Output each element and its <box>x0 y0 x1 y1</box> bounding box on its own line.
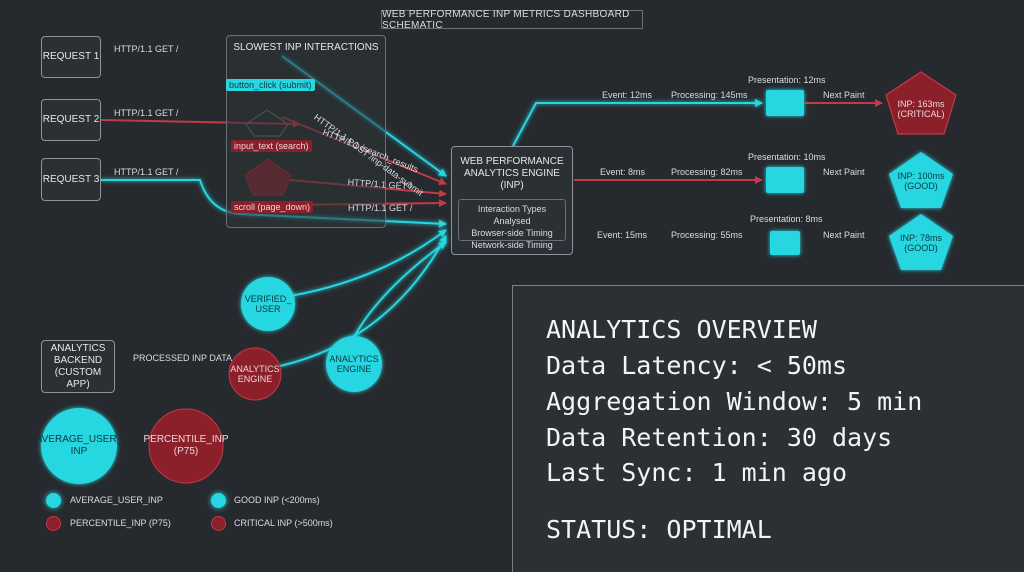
engine-title-line-2: ANALYTICS ENGINE <box>464 168 560 179</box>
flow3-processing-label: Processing: 55ms <box>671 230 743 240</box>
flow2-result-line-2: (GOOD) <box>904 181 938 191</box>
result-pentagon-good-1 <box>889 152 953 208</box>
flow1-result-line-2: (CRITICAL) <box>897 109 945 119</box>
backend-line-1: ANALYTICS <box>50 342 106 354</box>
interaction-input-text[interactable]: input_text (search) <box>231 140 312 152</box>
analytics-engine-red-line-2: ENGINE <box>237 374 273 384</box>
edge-label-request3: HTTP/1.1 GET / <box>114 167 179 177</box>
result-pentagon-critical <box>885 71 957 135</box>
edge-analytics-red-engine <box>279 235 447 367</box>
flow1-processing-label: Processing: 145ms <box>671 90 748 100</box>
edge-label-request2: HTTP/1.1 GET / <box>114 108 179 118</box>
edge-verified-engine <box>289 229 447 297</box>
legend-critical-label: CRITICAL INP (>500ms) <box>234 518 333 528</box>
analytics-engine-cyan-circle <box>326 336 382 392</box>
flow1-event-label: Event: 12ms <box>602 90 653 100</box>
percentile-inp-line-2: (P75) <box>173 446 199 457</box>
flow3-next-paint-label: Next Paint <box>823 230 865 240</box>
flow2-next-paint-label: Next Paint <box>823 167 865 177</box>
flow3-event-label: Event: 15ms <box>597 230 648 240</box>
analytics-overview-panel: ANALYTICS OVERVIEW Data Latency: < 50ms … <box>512 285 1024 572</box>
edge-label-get2: HTTP/1.1 GET / <box>348 203 413 213</box>
engine-inner-line-1: Interaction Types Analysed <box>477 204 547 226</box>
average-user-inp-node[interactable]: AVERAGE_USER_INP <box>36 432 123 460</box>
request-3-box[interactable]: REQUEST 3 <box>41 158 101 201</box>
flow2-result[interactable]: INP: 100ms(GOOD) <box>889 166 953 196</box>
overview-sync: Last Sync: 1 min ago <box>546 458 848 487</box>
analytics-backend-box[interactable]: ANALYTICS BACKEND (CUSTOM APP) <box>41 340 115 393</box>
percentile-inp-line-1: PERCENTILE_INP <box>143 434 229 445</box>
slowest-inp-panel: SLOWEST INP INTERACTIONS <box>226 35 386 228</box>
verified-user-node[interactable]: VERIFIED_USER <box>241 290 295 318</box>
overview-aggregation: Aggregation Window: 5 min <box>546 387 923 416</box>
engine-inner-box: Interaction Types Analysed Browser-side … <box>458 199 566 250</box>
percentile-inp-node[interactable]: PERCENTILE_INP(P75) <box>143 432 228 460</box>
flow3-presentation-label: Presentation: 8ms <box>750 214 823 224</box>
overview-latency: Data Latency: < 50ms <box>546 351 848 380</box>
engine-inner-line-2: Browser-side Timing <box>471 228 553 238</box>
engine-title-line-1: WEB PERFORMANCE <box>460 156 564 167</box>
legend-good-dot <box>211 493 226 508</box>
backend-line-3: (CUSTOM APP) <box>54 366 102 390</box>
flow1-presentation-label: Presentation: 12ms <box>748 75 826 85</box>
edge-label-request1: HTTP/1.1 GET / <box>114 44 179 54</box>
request-1-box[interactable]: REQUEST 1 <box>41 36 101 78</box>
flow3-result-line-2: (GOOD) <box>904 243 938 253</box>
request-2-box[interactable]: REQUEST 2 <box>41 99 101 141</box>
legend-percentile-dot <box>46 516 61 531</box>
analytics-engine-red-circle <box>228 347 282 401</box>
flow2-result-line-1: INP: 100ms <box>897 171 945 181</box>
overview-status: STATUS: OPTIMAL <box>546 515 772 544</box>
verified-user-line-2: USER <box>255 304 281 314</box>
result-pentagon-good-2 <box>889 214 953 270</box>
flow2-event-label: Event: 8ms <box>600 167 646 177</box>
flow1-result[interactable]: INP: 163ms(CRITICAL) <box>886 92 956 126</box>
flow1-result-line-1: INP: 163ms <box>897 99 945 109</box>
flow3-result-line-1: INP: 78ms <box>899 233 942 243</box>
average-user-inp-circle <box>41 408 117 484</box>
average-user-inp-line-2: INP <box>70 446 88 457</box>
slowest-panel-title: SLOWEST INP INTERACTIONS <box>233 42 379 53</box>
flow2-presentation-label: Presentation: 10ms <box>748 152 826 162</box>
overview-title: ANALYTICS OVERVIEW <box>546 315 817 344</box>
legend-average-dot <box>46 493 61 508</box>
edge-flow1 <box>512 99 763 147</box>
analytics-engine-box[interactable]: WEB PERFORMANCE ANALYTICS ENGINE (INP) I… <box>451 146 573 255</box>
analytics-engine-red-line-1: ANALYTICS <box>230 364 280 374</box>
backend-line-2: BACKEND <box>53 354 103 366</box>
interaction-scroll[interactable]: scroll (page_down) <box>231 201 314 213</box>
flow3-result[interactable]: INP: 78ms(GOOD) <box>889 228 953 258</box>
legend-average-label: AVERAGE_USER_INP <box>70 495 163 505</box>
legend-percentile-label: PERCENTILE_INP (P75) <box>70 518 171 528</box>
flow1-next-paint-label: Next Paint <box>823 90 865 100</box>
presentation-square-2 <box>766 167 804 193</box>
engine-title-line-3: (INP) <box>500 180 524 191</box>
overview-retention: Data Retention: 30 days <box>546 423 893 452</box>
interaction-button-click[interactable]: button_click (submit) <box>226 79 315 91</box>
legend-good-label: GOOD INP (<200ms) <box>234 495 320 505</box>
flow2-processing-label: Processing: 82ms <box>671 167 743 177</box>
percentile-inp-circle <box>148 408 224 484</box>
verified-user-line-1: VERIFIED_ <box>244 294 292 304</box>
average-user-inp-line-1: AVERAGE_USER_ <box>35 434 123 445</box>
analytics-engine-cyan-line-2: ENGINE <box>336 364 372 374</box>
engine-inner-line-3: Network-side Timing <box>471 240 553 250</box>
analytics-engine-cyan-line-1: ANALYTICS <box>329 354 379 364</box>
presentation-square-1 <box>766 90 804 116</box>
presentation-square-3 <box>770 231 800 255</box>
edge-label-processed: PROCESSED INP DATA <box>133 353 233 363</box>
legend-critical-dot <box>211 516 226 531</box>
verified-user-circle <box>241 277 295 331</box>
diagram-title: WEB PERFORMANCE INP METRICS DASHBOARD SC… <box>381 9 643 31</box>
edge-analytics-cyan-engine <box>353 241 447 338</box>
